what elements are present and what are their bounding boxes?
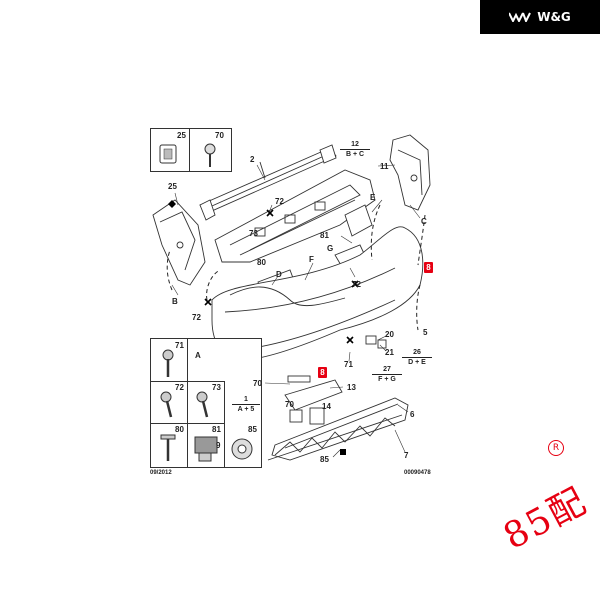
wave-logo-icon [509,12,532,22]
screw-clip-icons [160,349,253,462]
diagram-date: 09/2012 [150,470,172,476]
callout-14: 14 [322,402,331,411]
callout-25-box: 25 [177,131,186,140]
fastener-box-bottom: 71 72 73 80 81 85 [150,338,262,468]
callout-2: 2 [250,155,255,164]
callout-6: 6 [410,410,415,419]
side-guide-e [344,204,373,237]
callout-D: D [276,270,282,279]
callout-81: 81 [320,231,329,240]
callout-1-a5: 1 A + 5 [232,395,260,414]
callout-70-mid: 70 [285,400,294,409]
callout-85: 85 [320,455,329,464]
callout-8-red-top: 8 [424,262,433,273]
callout-80-box: 80 [175,425,184,434]
callout-21: 21 [385,348,394,357]
center-bracket [284,379,343,411]
callout-85-box: 85 [248,425,257,434]
registered-mark-icon: R [548,440,564,456]
callout-5: 5 [423,328,428,337]
callout-12-bc: 12 B + C [340,140,370,159]
callout-8-red-bottom: 8 [318,367,327,378]
callout-70-box: 70 [215,131,224,140]
callout-72-right: 72 [352,280,361,289]
brand-logo: W&G [480,0,600,34]
callout-26-de: 26 D + E [402,348,432,367]
callout-7: 7 [404,451,409,460]
fastener-box-top: 25 70 [150,128,232,172]
callout-80: 80 [257,258,266,267]
diagram-code: 00090478 [404,470,431,476]
callout-11: 11 [380,162,389,171]
callout-71-box: 71 [175,341,184,350]
right-side-bracket [389,134,431,211]
callout-G: G [327,244,334,253]
callout-A: A [195,351,201,360]
callout-B: B [172,297,178,306]
callout-73: 73 [249,229,258,238]
callout-25: 25 [168,182,177,191]
callout-72-left: 72 [192,313,201,322]
callout-73-box: 73 [212,383,221,392]
callout-71: 71 [344,360,353,369]
callout-C: C [421,217,427,226]
callout-20: 20 [385,330,394,339]
callout-13: 13 [347,383,356,392]
callout-70-left: 70 [253,379,262,388]
callout-9: 9 [216,441,221,450]
callout-F: F [309,255,314,264]
clip-fastener-icons [159,143,216,167]
callout-72: 72 [275,197,284,206]
callout-81-box: 81 [212,425,221,434]
brand-text: W&G [537,10,571,24]
callout-72-box: 72 [175,383,184,392]
callout-E: E [370,193,376,202]
callout-27-fg: 27 F + G [372,365,402,384]
